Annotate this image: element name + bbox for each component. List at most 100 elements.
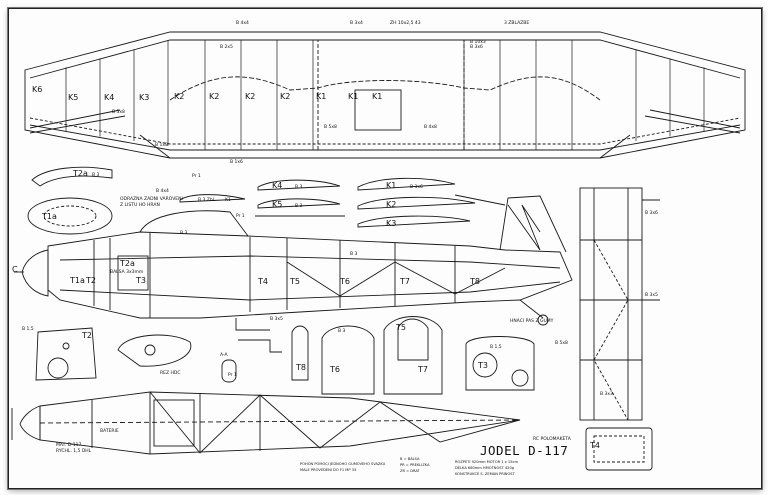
dim-note: B 3x6: [470, 44, 483, 50]
wing-strut-right: [599, 134, 631, 159]
former-cutout: [43, 205, 97, 227]
fuselage-mark: C: [12, 265, 18, 274]
stab-note: B 3x6: [645, 210, 658, 216]
fuselage-plan: [11, 391, 521, 455]
stab-bracing: [593, 239, 629, 421]
dim-note: B 1x6: [230, 159, 243, 165]
fin-bracing: [507, 204, 541, 251]
stab-note: B 5x8: [555, 340, 568, 346]
wingtip-part: [31, 166, 113, 187]
former-t8: [291, 325, 309, 381]
fuselage-part: T7: [399, 277, 410, 286]
former-t7: [383, 316, 443, 395]
former-outline: [27, 197, 113, 235]
former-part-label: T5: [395, 323, 406, 332]
rib-label: K2: [174, 92, 184, 101]
rib-label: K1: [348, 92, 358, 101]
former-part-label: T2: [81, 331, 92, 340]
fuselage-part: T2a: [119, 259, 135, 268]
title-block: RC POLOMAKETA JODEL D-117 ROZPETI 920mm …: [300, 436, 572, 476]
wing-dimension-notes: B 4x4 B 3x4 B 2x5 B 3x6 B 3x8 B 5x8 B 4x…: [112, 20, 529, 165]
wing-brace-right-2: [644, 115, 741, 134]
fuselage-part: T8: [469, 277, 480, 286]
rib-extension: [454, 194, 506, 206]
dim-note: B 4x4: [236, 20, 249, 26]
legend-line: ZR = DRAT: [400, 469, 421, 473]
stab-note: B 3x3: [600, 391, 613, 397]
rib-airfoil: [357, 215, 471, 228]
former-t5: [397, 318, 429, 361]
fuselage-note: Z LISTU HO HRAN: [120, 202, 160, 208]
rib-note: K1: [225, 197, 231, 203]
rib-note: B 3: [295, 184, 303, 190]
former-part-label: T6: [329, 365, 340, 374]
diagonal-bracing: [286, 261, 506, 297]
plan-centerline: [39, 419, 521, 424]
rib-note: B 3: [295, 203, 303, 209]
dim-note: B 5x8: [324, 124, 337, 130]
dim-note: B 4x8: [424, 124, 437, 130]
former-hole: [62, 342, 70, 350]
wing-outline: [24, 31, 746, 159]
wing-plan: [24, 31, 746, 159]
dim-note: B 3x8: [112, 109, 125, 115]
wing-center-section: [317, 39, 465, 151]
wingtip-sub: B 3: [92, 172, 100, 178]
spec-line: DELKA 680mm HMOTNOST 420g: [455, 466, 514, 470]
wing-trailing-spar: [29, 124, 741, 151]
wing-brace-left: [29, 109, 121, 129]
parts-note: B 1,5: [22, 326, 34, 332]
dim-note: B 10x3: [470, 39, 486, 45]
rib-label: K1: [372, 92, 382, 101]
parts-note: Pr 1: [228, 372, 237, 378]
rib-part-label: K2: [386, 200, 396, 209]
rib-note: B 3 ZbL: [198, 197, 216, 203]
legend-line: B = BALSA: [400, 457, 420, 461]
former-t2: [35, 327, 97, 381]
crank-wire: [238, 339, 282, 353]
fuselage-part: T4: [257, 277, 268, 286]
plan-cockpit: [153, 399, 195, 447]
rib-part-label: K4: [272, 181, 282, 190]
rib-label: K2: [245, 92, 255, 101]
fuselage-part: T2: [85, 276, 96, 285]
parts-note: A-A: [220, 352, 229, 358]
former-part-label: T8: [295, 363, 306, 372]
fin-part: [585, 427, 653, 471]
wing-leading-spar: [29, 39, 741, 79]
stabilizer-outline: [579, 187, 643, 421]
former-hole: [472, 352, 498, 378]
cabin-box: [117, 255, 149, 291]
wingtip-note: B 4x4: [156, 188, 169, 194]
rib-airfoil: [257, 198, 341, 209]
fuselage-side: [14, 195, 573, 331]
wing-rear-spar: [29, 117, 741, 145]
spec-line: ROZPETI 920mm MOTOR 1 x 15cm: [455, 460, 518, 464]
stabilizer-plan: [579, 187, 660, 421]
former-part-label: T3: [477, 361, 488, 370]
fuselage-part: T3: [135, 276, 146, 285]
rib-note: Pr 1: [236, 213, 245, 219]
rib-airfoil: [257, 179, 341, 191]
wingtip-label: T2a: [72, 169, 88, 178]
title-small: RC POLOMAKETA: [533, 436, 572, 442]
vertical-fin: [499, 195, 567, 253]
upper-longeron: [59, 255, 561, 269]
fuselage-note: ODRAZNA ZADNI VAROVENI: [120, 196, 183, 202]
lower-longeron: [59, 281, 561, 301]
former-part-label: T7: [417, 365, 428, 374]
former-label: T1a: [41, 212, 57, 221]
fin-outline: [585, 427, 653, 471]
rib-label: K4: [104, 93, 114, 102]
wing-brace-right: [649, 109, 741, 129]
cowl-hole: [144, 344, 156, 356]
rib-set: [179, 177, 506, 228]
rib-part-label: K5: [272, 200, 282, 209]
fuselage-part: T5: [289, 277, 300, 286]
former-t3: [465, 336, 535, 391]
spinner: [21, 249, 49, 297]
rib-part-label: K3: [386, 219, 396, 228]
fuselage-note: B 3: [350, 251, 358, 257]
rib-label: K3: [139, 93, 149, 102]
wingtip-outline: [31, 166, 113, 187]
